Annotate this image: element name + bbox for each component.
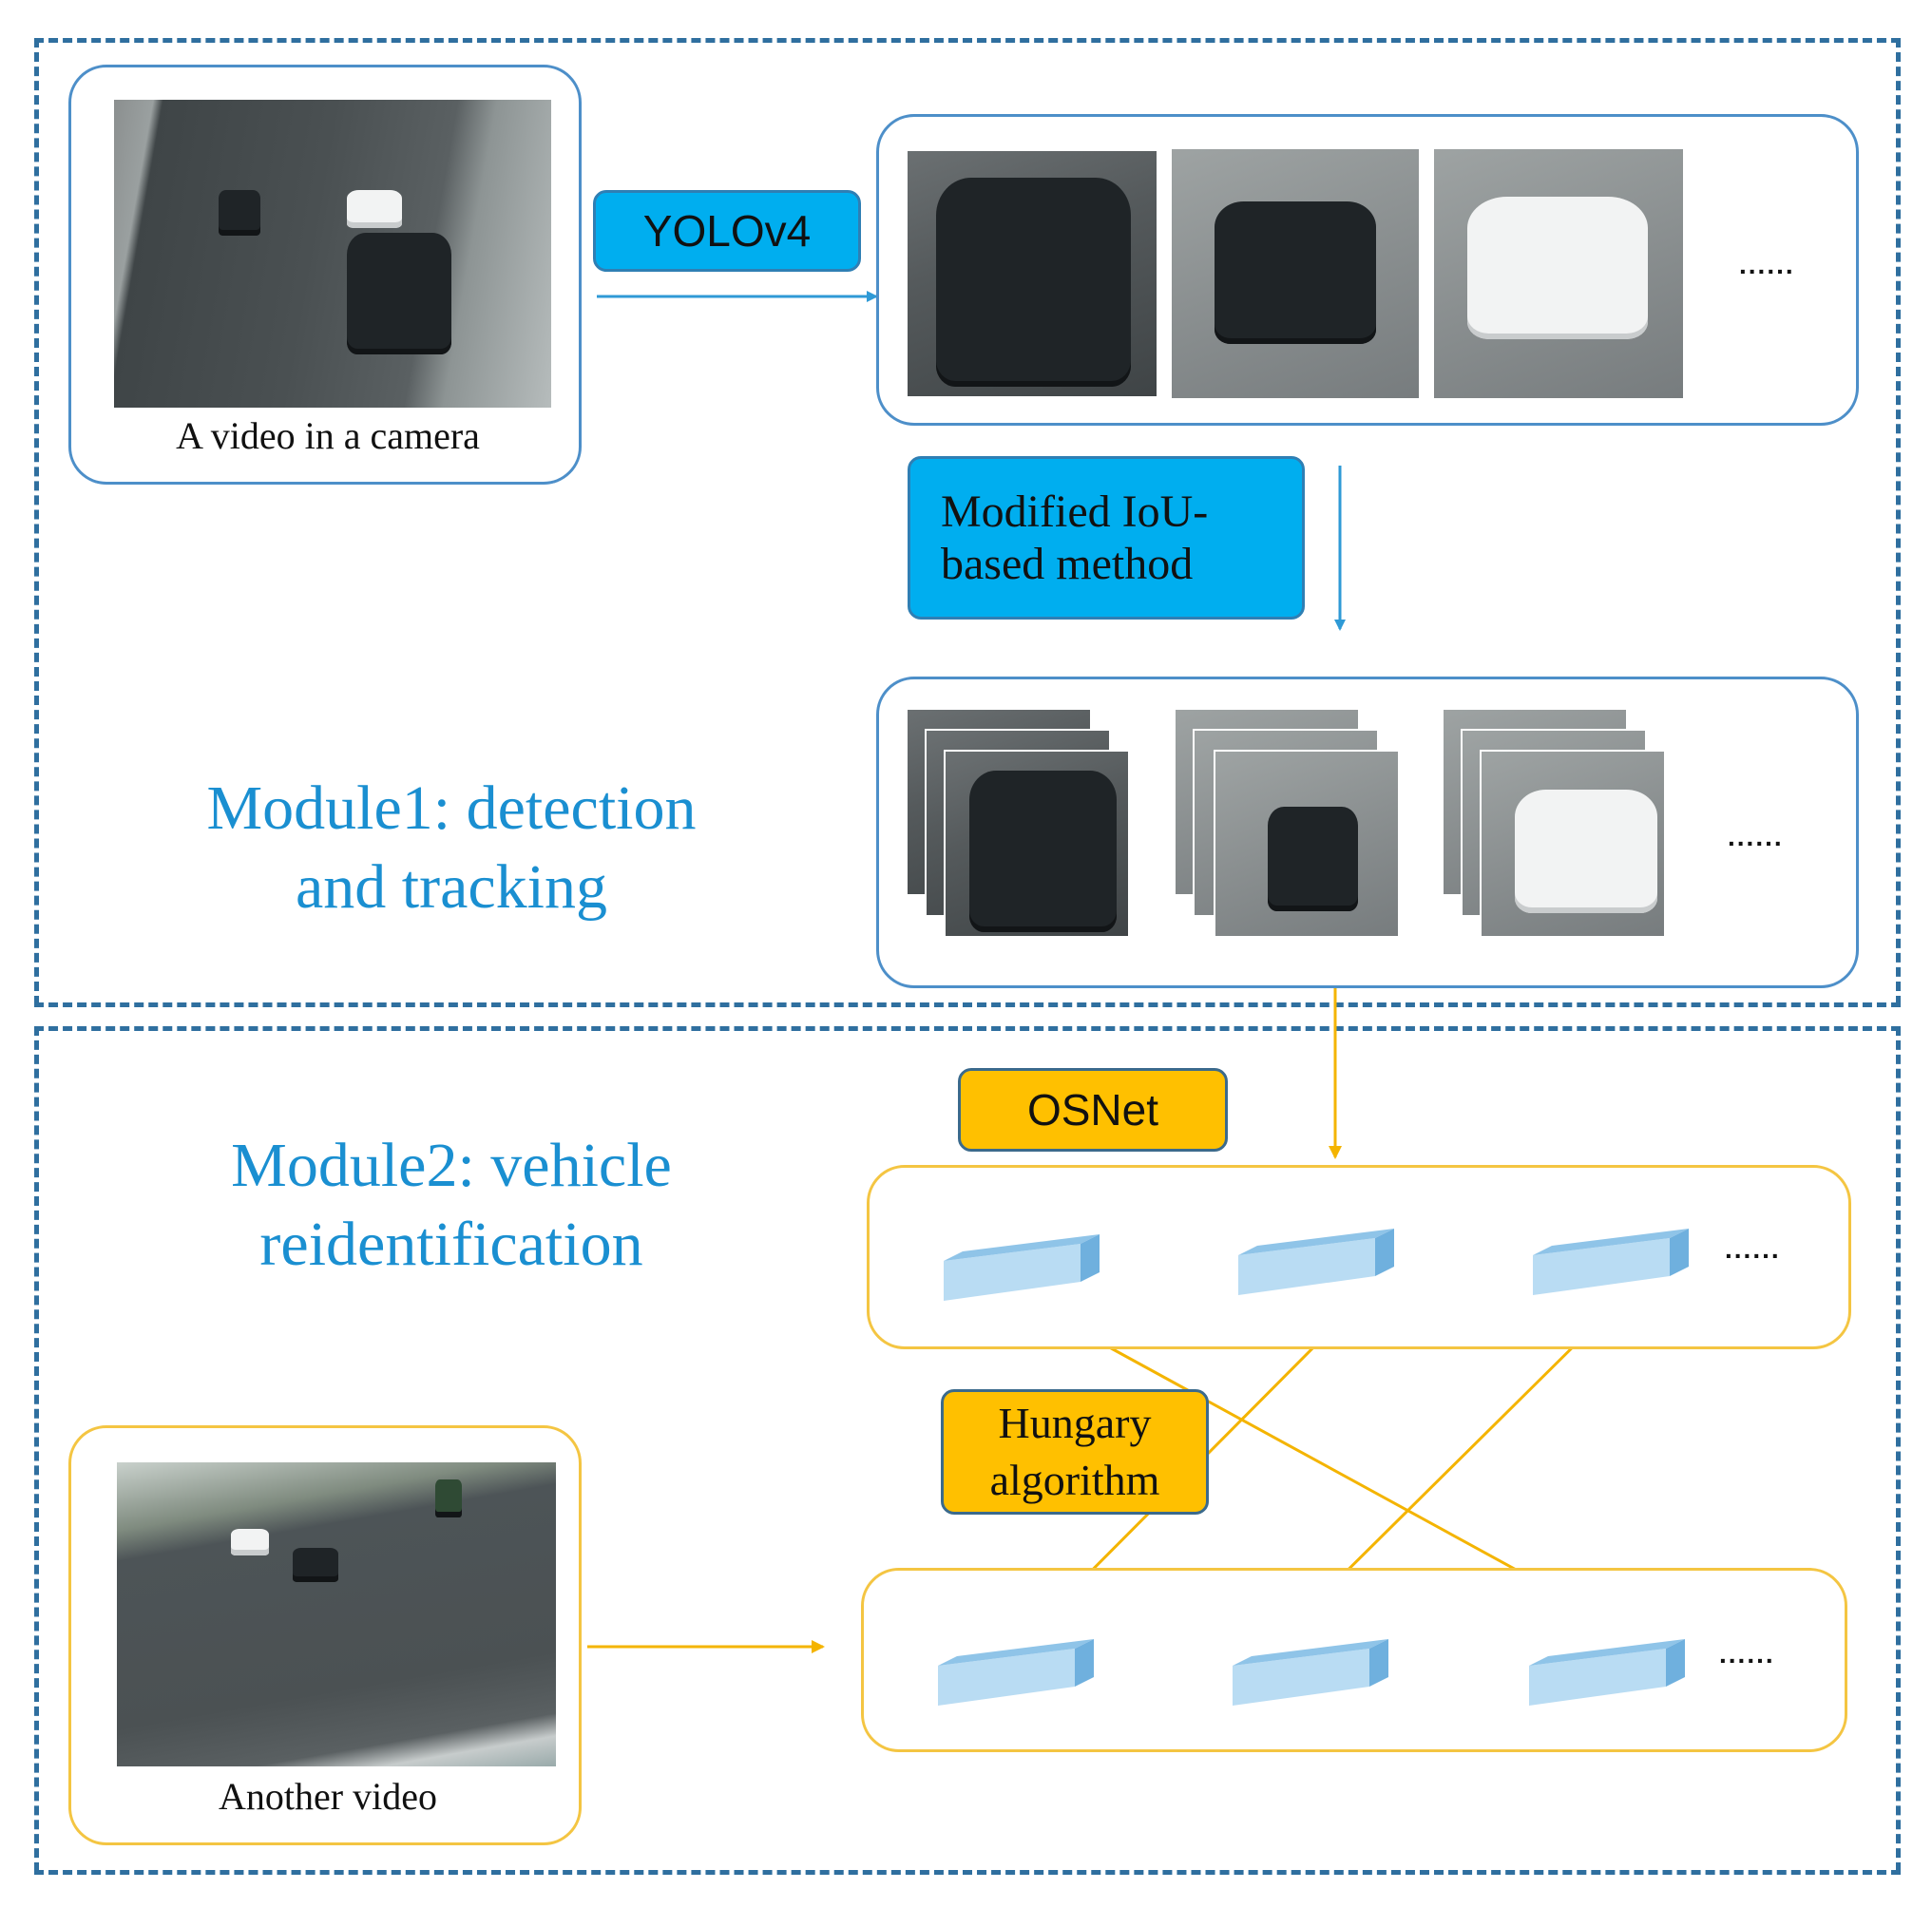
detection-crop-van [908, 151, 1157, 396]
match-line-1 [1043, 1309, 1601, 1617]
feature-vector [1533, 1229, 1689, 1295]
white-car-image [1515, 790, 1657, 913]
features-bottom-panel: ...... [861, 1568, 1847, 1752]
features-top-ellipsis: ...... [1725, 1234, 1781, 1264]
module2-frame-top [34, 1026, 1901, 1031]
feature-vector [938, 1639, 1094, 1706]
another-video-caption: Another video [219, 1775, 437, 1818]
bmw-image [1268, 807, 1358, 911]
tracks-ellipsis: ...... [1728, 822, 1784, 851]
yolov4-label: YOLOv4 [593, 190, 861, 272]
source-video-frame [114, 100, 551, 408]
source-video-caption: A video in a camera [176, 414, 480, 457]
module2-frame-right [1896, 1026, 1901, 1872]
bmw-image [1215, 201, 1376, 344]
features-top-panel: ...... [867, 1165, 1851, 1349]
dark-car-image [219, 190, 260, 236]
module1-title: Module1: detection and tracking [114, 770, 789, 926]
iou-method-label-line1: Modified IoU- [941, 487, 1209, 537]
van-image [969, 771, 1117, 932]
track-frame [1214, 750, 1400, 938]
module1-frame-left [34, 38, 39, 1005]
detection-crop-bmw [1172, 149, 1419, 398]
another-video-frame [117, 1462, 556, 1766]
module1-title-line1: Module1: detection [206, 773, 697, 843]
feature-vectors-bottom [938, 1639, 1685, 1706]
feature-vector [1238, 1229, 1394, 1295]
module2-title-line2: reidentification [259, 1209, 643, 1279]
module1-frame-bottom [34, 1002, 1901, 1007]
module2-title-line1: Module2: vehicle [231, 1131, 672, 1200]
detections-ellipsis: ...... [1739, 250, 1795, 279]
module1-title-line2: and tracking [295, 851, 608, 922]
hungary-label-line2: algorithm [989, 1456, 1160, 1504]
hungary-label: Hungary algorithm [941, 1389, 1209, 1515]
car-image [293, 1548, 338, 1582]
feature-vectors-top [944, 1229, 1689, 1301]
feature-vector [944, 1234, 1100, 1301]
another-video-panel: Another video [68, 1425, 582, 1845]
module1-frame-top [34, 38, 1901, 43]
module2-frame-bottom [34, 1870, 1901, 1875]
hungary-label-line1: Hungary [998, 1399, 1152, 1448]
module1-frame-right [1896, 38, 1901, 1005]
iou-method-label: Modified IoU- based method [908, 456, 1305, 620]
truck-image [435, 1479, 462, 1517]
iou-method-label-line2: based method [941, 539, 1194, 589]
car-image [231, 1529, 269, 1555]
feature-vector [1529, 1639, 1685, 1706]
features-bottom-ellipsis: ...... [1719, 1639, 1775, 1669]
module2-title: Module2: vehicle reidentification [114, 1127, 789, 1284]
track-frame [1480, 750, 1666, 938]
track-frame [944, 750, 1130, 938]
feature-vector [1233, 1639, 1388, 1706]
van-image [936, 178, 1131, 387]
white-car-image [347, 190, 402, 228]
tracks-panel: ...... [876, 677, 1859, 988]
detection-crop-white-car [1434, 149, 1683, 398]
source-video-panel: A video in a camera [68, 65, 582, 485]
white-car-image [1467, 197, 1648, 339]
osnet-label: OSNet [958, 1068, 1228, 1152]
van-image [347, 233, 451, 354]
detections-panel: ...... [876, 114, 1859, 426]
module2-frame-left [34, 1026, 39, 1872]
